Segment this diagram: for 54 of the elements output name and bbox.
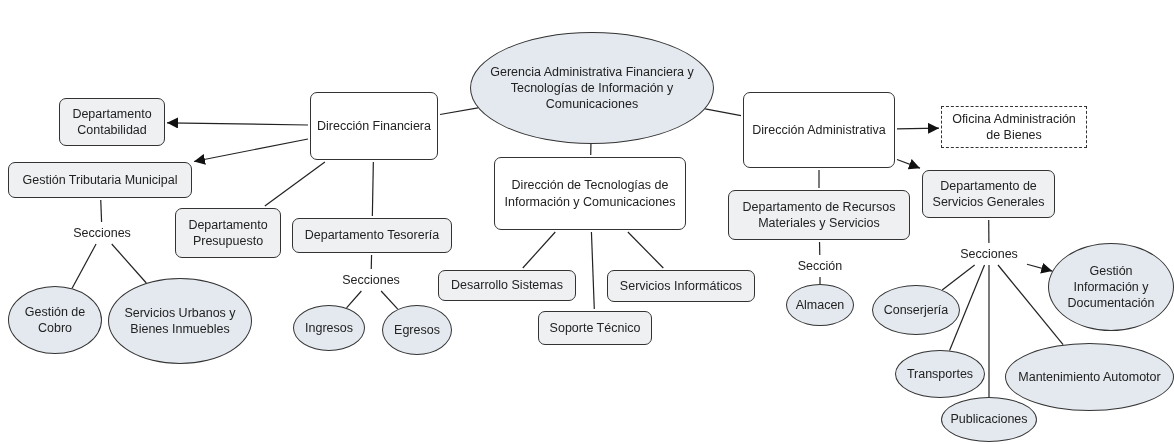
arrow bbox=[193, 138, 309, 165]
ellipse-node: Mantenimiento Automotor bbox=[1005, 343, 1174, 411]
section-label: Secciones bbox=[335, 271, 407, 289]
dashed-box: Oficina Administración de Bienes bbox=[941, 106, 1087, 148]
ellipse-node: Egresos bbox=[382, 305, 452, 355]
connector-line bbox=[100, 199, 103, 223]
connector-line bbox=[949, 264, 986, 352]
connector-line bbox=[941, 264, 976, 291]
connector-line bbox=[590, 231, 595, 310]
process-box: Departamento de Servicios Generales bbox=[922, 170, 1055, 218]
connector-line bbox=[704, 108, 742, 117]
process-box: Dirección Administrativa bbox=[743, 92, 895, 168]
connector-line bbox=[522, 231, 556, 269]
ellipse-node: Transportes bbox=[895, 350, 985, 398]
connector-line bbox=[988, 264, 990, 398]
section-label: Sección bbox=[793, 257, 847, 275]
connector-line bbox=[439, 107, 479, 116]
arrow bbox=[166, 117, 309, 129]
connector-line bbox=[264, 161, 326, 207]
ellipse-node: Gestión de Cobro bbox=[8, 286, 102, 354]
process-box: Departamento Tesorería bbox=[292, 218, 452, 253]
connector-line bbox=[988, 219, 990, 244]
connector-line bbox=[818, 169, 820, 189]
connector-line bbox=[71, 243, 97, 289]
process-box: Desarrollo Sistemas bbox=[438, 270, 576, 301]
process-box: Departamento de Recursos Materiales y Servicios bbox=[728, 190, 910, 240]
connector-line bbox=[370, 254, 373, 270]
connector-line bbox=[818, 241, 821, 256]
connector-line bbox=[590, 143, 592, 156]
arrow bbox=[896, 158, 921, 170]
connector-line bbox=[380, 290, 399, 310]
arrow bbox=[896, 122, 940, 134]
section-label: Secciones bbox=[953, 245, 1025, 263]
connector-line bbox=[819, 276, 821, 285]
connector-line bbox=[345, 290, 362, 309]
ellipse-node: Gerencia Administrativa Financiera y Tecnologías de Información y Comunicaciones bbox=[470, 32, 714, 144]
connector-line bbox=[111, 243, 147, 284]
ellipse-node: Servicios Urbanos y Bienes Inmuebles bbox=[108, 278, 252, 364]
ellipse-node: Gestión Información y Documentación bbox=[1048, 243, 1174, 331]
process-box: Soporte Técnico bbox=[538, 311, 652, 345]
ellipse-node: Almacen bbox=[786, 284, 854, 326]
process-box: Gestión Tributaria Municipal bbox=[8, 162, 192, 198]
ellipse-node: Publicaciones bbox=[941, 397, 1037, 442]
section-label: Secciones bbox=[66, 224, 138, 242]
process-box: Dirección Financiera bbox=[310, 92, 438, 160]
process-box: Servicios Informáticos bbox=[607, 270, 755, 302]
connector-line bbox=[371, 161, 374, 217]
process-box: Dirección de Tecnologías de Información y Comunicaciones bbox=[494, 157, 686, 230]
arrow bbox=[1026, 262, 1053, 274]
connector-line bbox=[627, 231, 664, 269]
ellipse-node: Conserjería bbox=[872, 285, 960, 335]
process-box: Departamento Presupuesto bbox=[175, 208, 281, 258]
ellipse-node: Ingresos bbox=[293, 305, 365, 351]
process-box: Departamento Contabilidad bbox=[59, 98, 165, 146]
